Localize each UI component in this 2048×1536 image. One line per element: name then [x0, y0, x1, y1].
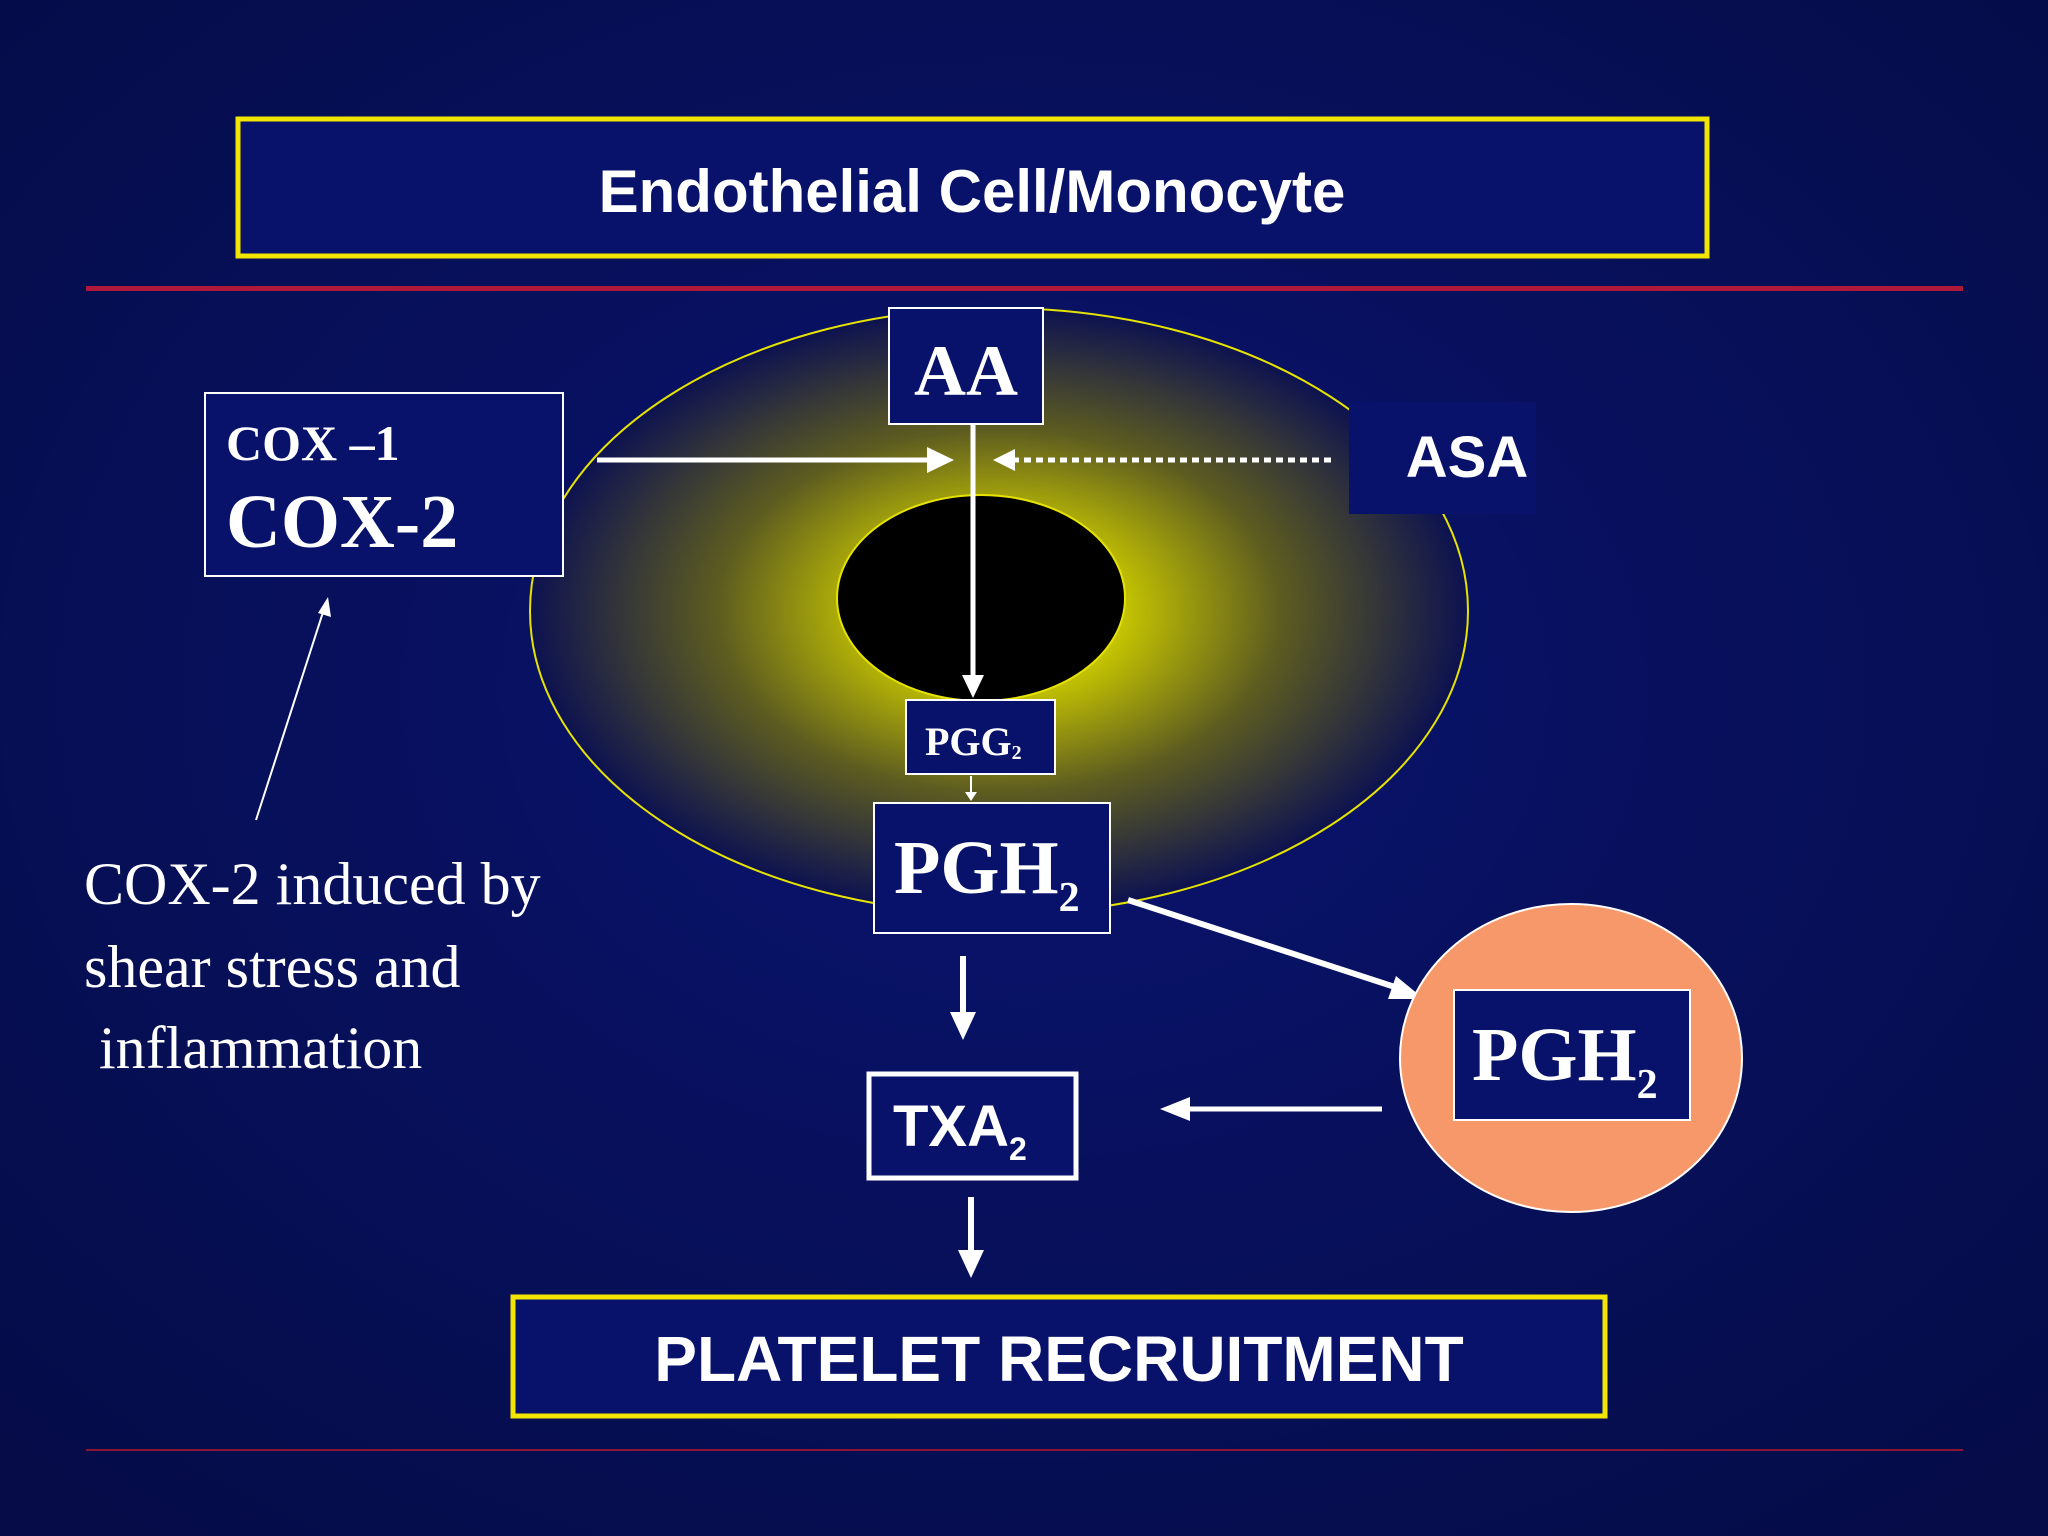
bottom-red-rule — [86, 1449, 1963, 1451]
nucleus — [836, 494, 1126, 702]
asa-arrowhead — [993, 449, 1015, 471]
platelet-pgh2-subscript: 2 — [1637, 1062, 1658, 1108]
aa-text: AA — [914, 331, 1018, 411]
platelet-pgh2-label: PGH2 — [1472, 1013, 1658, 1108]
pgg2-box — [905, 699, 1056, 775]
note-line-3: inflammation — [84, 1015, 422, 1081]
note-arrow — [255, 605, 326, 821]
txa2-subscript: 2 — [1009, 1131, 1027, 1167]
pgg2-label: PGG2 — [925, 719, 1022, 764]
title-text: Endothelial Cell/Monocyte — [599, 158, 1346, 225]
note-arrowhead — [318, 597, 331, 617]
pgh2-subscript: 2 — [1059, 875, 1080, 921]
asa-text: ASA — [1406, 425, 1528, 490]
pgh2-to-platelet-arrow — [1127, 897, 1399, 991]
title-box — [235, 116, 1710, 259]
pgh2-label: PGH2 — [894, 826, 1080, 921]
aa-box — [888, 307, 1044, 425]
cox1-text: COX –1 — [226, 415, 400, 471]
asa-box — [1349, 402, 1536, 514]
top-red-rule — [86, 286, 1963, 291]
note-line-2: shear stress and — [84, 934, 461, 1000]
txa2-box — [866, 1071, 1079, 1181]
cox-box — [204, 392, 564, 577]
pgh2-to-txa2-arrowhead — [950, 1012, 976, 1040]
platelet-pgh2-box — [1453, 989, 1691, 1121]
pgh2-main: PGH — [894, 826, 1059, 910]
recruitment-text: PLATELET RECRUITMENT — [654, 1323, 1463, 1395]
pgg2-subscript: 2 — [1012, 742, 1022, 764]
pgh2-box — [873, 802, 1111, 934]
platelet-to-txa2-arrowhead — [1160, 1097, 1190, 1121]
aa-to-pgg2-arrowhead — [962, 675, 984, 698]
cox-arrowhead — [927, 447, 954, 473]
txa2-main: TXA — [893, 1094, 1009, 1159]
pgg2-to-pgh2-arrowhead — [965, 792, 977, 801]
txa2-label: TXA2 — [893, 1094, 1027, 1167]
pgg2-main: PGG — [925, 719, 1012, 764]
note-line-1: COX-2 induced by — [84, 851, 541, 917]
recruitment-box — [510, 1294, 1608, 1419]
cox2-text: COX-2 — [226, 480, 458, 564]
txa2-to-recruitment-arrowhead — [958, 1250, 984, 1278]
platelet-pgh2-main: PGH — [1472, 1013, 1637, 1097]
